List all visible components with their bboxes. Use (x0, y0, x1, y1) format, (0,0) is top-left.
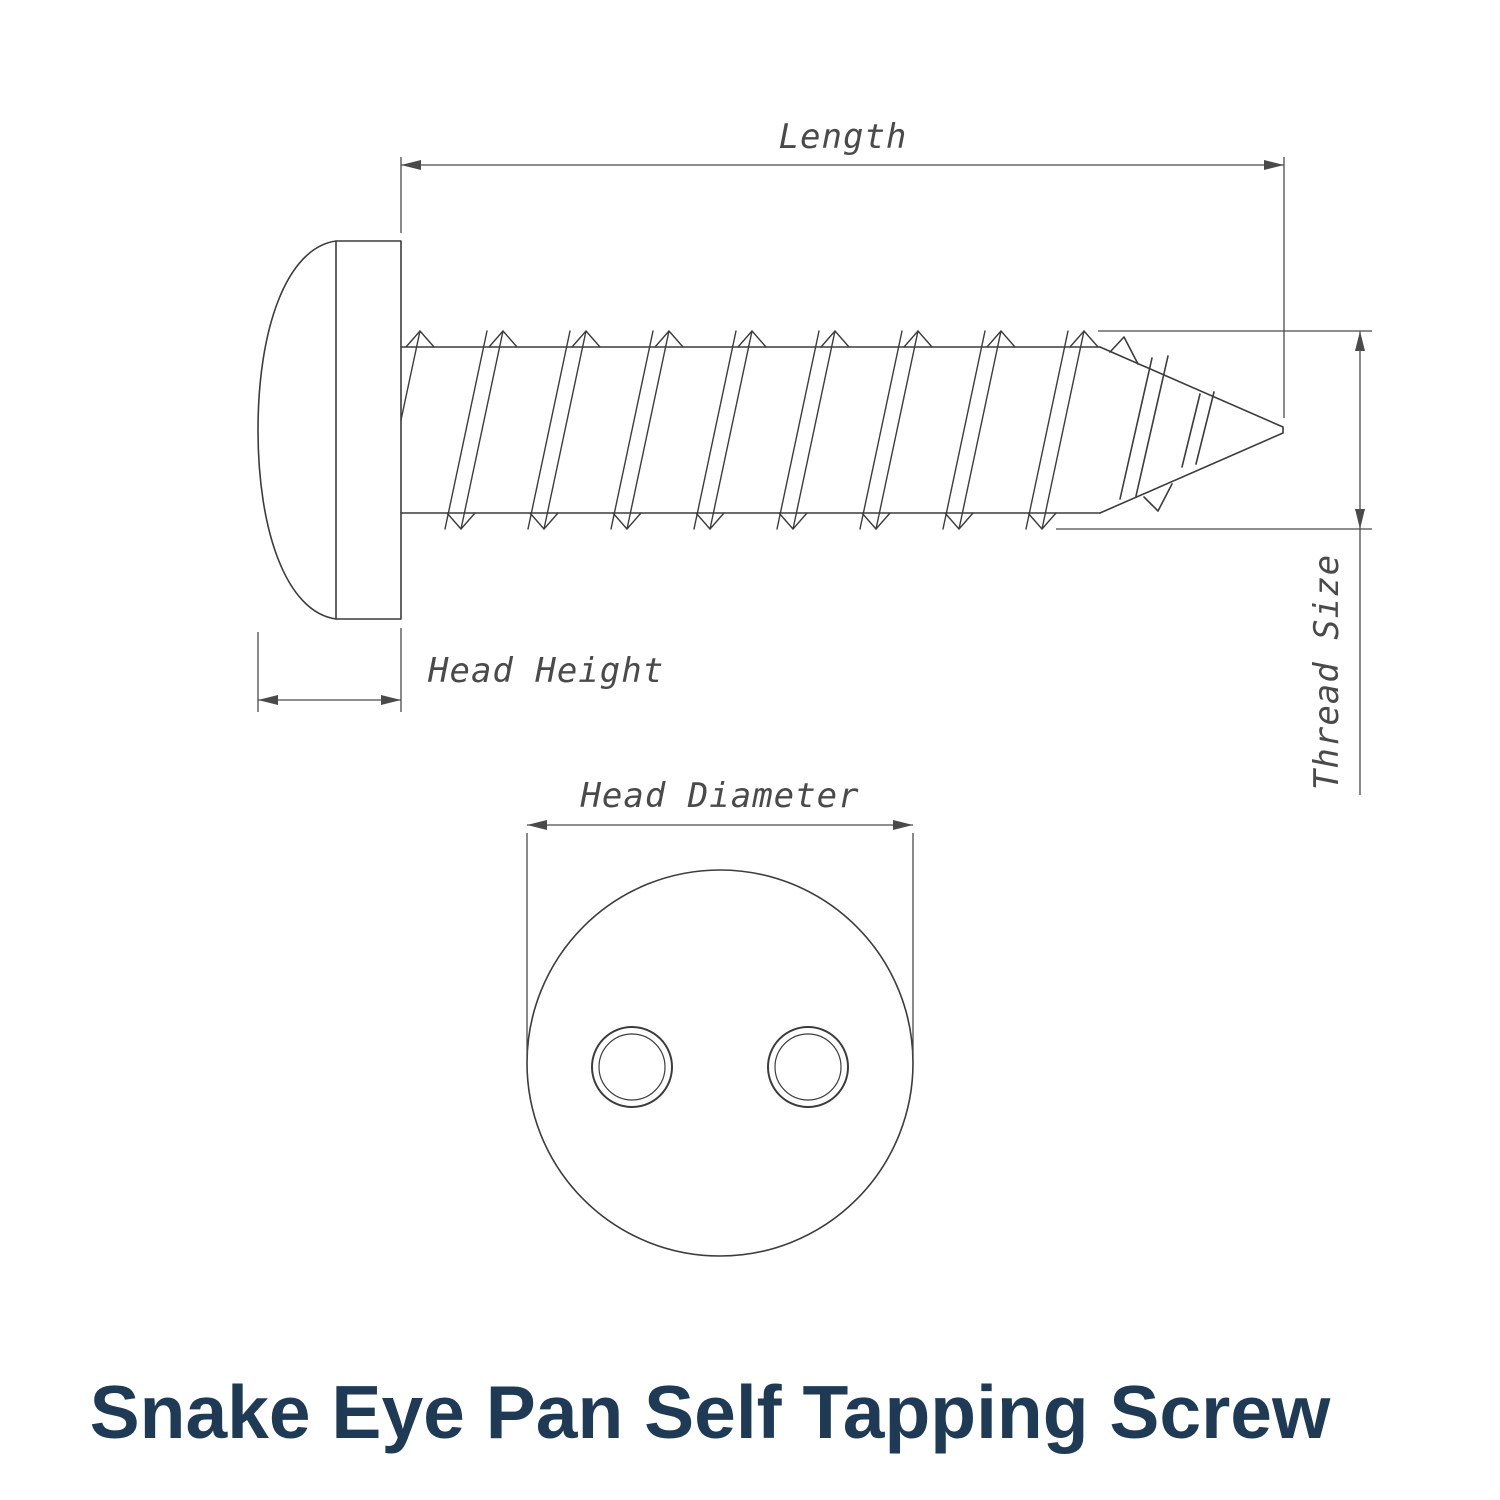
snake-eye-left-outer (591, 1026, 673, 1108)
screw-threads (400, 330, 1101, 530)
thread-line (792, 330, 836, 530)
thread-line (875, 330, 919, 530)
tip-thread-line (1181, 393, 1201, 468)
screw-tip-outline (1099, 346, 1284, 514)
thread-line (1041, 330, 1085, 530)
thread-line (543, 330, 587, 530)
tip-thread-line (1195, 391, 1215, 465)
snake-eye-left-inner (598, 1033, 666, 1101)
thread-line (460, 330, 504, 530)
thread-line (444, 330, 488, 530)
pan-head-outline (257, 240, 402, 620)
snake-eye-right-inner (774, 1033, 842, 1101)
length-label: Length (779, 117, 908, 157)
screw-head-front-view (526, 869, 914, 1257)
dimension-head-height: Head Height (257, 628, 664, 712)
snake-eye-right-outer (767, 1026, 849, 1108)
thread-line (958, 330, 1002, 530)
tip-thread-crest (1109, 336, 1139, 365)
thread-line (942, 330, 986, 530)
head-height-label: Head Height (427, 651, 664, 691)
thread-line (776, 330, 820, 530)
thread-line (709, 330, 753, 530)
dimension-length: Length (400, 117, 1285, 418)
thread-line (1025, 330, 1069, 530)
thread-line (626, 330, 670, 530)
screw-side-view (257, 240, 1284, 620)
tip-thread-crest (1143, 483, 1173, 512)
drawing-title: Snake Eye Pan Self Tapping Screw (90, 1370, 1331, 1454)
thread-line (400, 330, 421, 421)
dimension-head-diameter: Head Diameter (526, 776, 914, 1056)
thread-size-label: Thread Size (1307, 554, 1347, 790)
dimension-thread-size: Thread Size (1056, 330, 1372, 795)
thread-line (527, 330, 571, 530)
tip-thread-line (1119, 357, 1153, 500)
thread-line (693, 330, 737, 530)
tip-thread-line (1135, 355, 1169, 497)
head-diameter-label: Head Diameter (579, 776, 859, 816)
thread-line (859, 330, 903, 530)
head-outline-circle (526, 869, 914, 1257)
thread-line (610, 330, 654, 530)
